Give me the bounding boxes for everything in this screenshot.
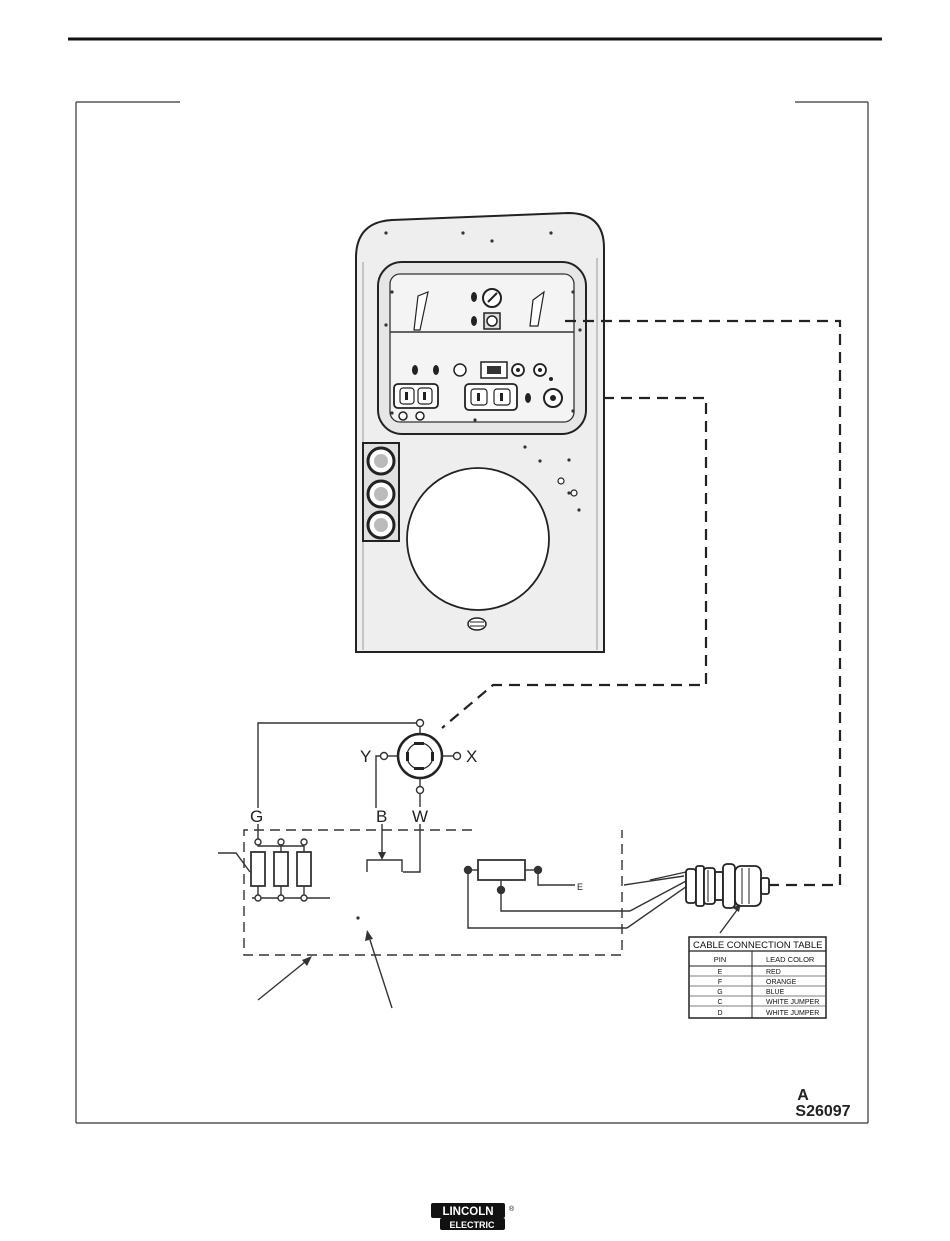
cable-table-pin: G	[717, 989, 722, 996]
control-panel	[378, 262, 586, 434]
leader-arrow	[720, 910, 737, 933]
cable-table-header-color: LEAD COLOR	[766, 955, 815, 964]
leader-arrow	[370, 940, 392, 1008]
cable-table-header-pin: PIN	[714, 955, 727, 964]
side-receptacle-column	[363, 443, 399, 541]
lincoln-electric-logo: LINCOLN ELECTRIC ®	[431, 1203, 515, 1230]
cable-table-pin: E	[718, 969, 723, 976]
fuel-cap-icon	[468, 618, 486, 630]
drawing-number: S26097	[795, 1103, 850, 1120]
indicator-light-icon	[471, 316, 477, 326]
cable-table-color: WHITE JUMPER	[766, 999, 819, 1006]
cable-table-color: RED	[766, 969, 781, 976]
svg-text:®: ®	[509, 1205, 515, 1213]
wire-label-e: E	[577, 882, 583, 892]
cable-table-title: CABLE CONNECTION TABLE	[693, 940, 823, 951]
resistor-bank	[218, 838, 330, 901]
cable-table-color: ORANGE	[766, 979, 797, 986]
relay-contact	[367, 852, 402, 872]
svg-text:ELECTRIC: ELECTRIC	[450, 1220, 496, 1230]
potentiometer	[465, 860, 691, 928]
indicator-light-icon	[471, 292, 477, 302]
cable-table-color: BLUE	[766, 989, 785, 996]
terminal-label-y: Y	[360, 747, 371, 766]
control-box-outline	[244, 830, 622, 955]
terminal-label-g: G	[250, 807, 263, 826]
fuse-icon	[454, 364, 466, 376]
switch-icon	[433, 365, 439, 375]
drawing-revision: A	[797, 1087, 809, 1104]
schematic	[218, 720, 741, 1009]
cable-table-pin: C	[717, 999, 722, 1006]
terminal-label-w: W	[412, 807, 428, 826]
remote-cable-route	[565, 321, 840, 885]
leader-arrow	[258, 962, 305, 1000]
twist-lock-receptacle-icon	[544, 389, 562, 407]
terminal-label-x: X	[466, 747, 477, 766]
circular-connector-icon	[686, 864, 769, 908]
cable-connection-table: CABLE CONNECTION TABLE PIN LEAD COLOR E …	[689, 937, 826, 1018]
terminal-label-b: B	[376, 807, 387, 826]
svg-text:LINCOLN: LINCOLN	[442, 1206, 493, 1218]
cable-table-pin: D	[717, 1010, 722, 1017]
cable-table-pin: F	[718, 979, 722, 986]
switch-icon	[412, 365, 418, 375]
cable-table-color: WHITE JUMPER	[766, 1010, 819, 1017]
fan-grille	[407, 468, 549, 610]
machine-front-panel	[356, 213, 604, 652]
